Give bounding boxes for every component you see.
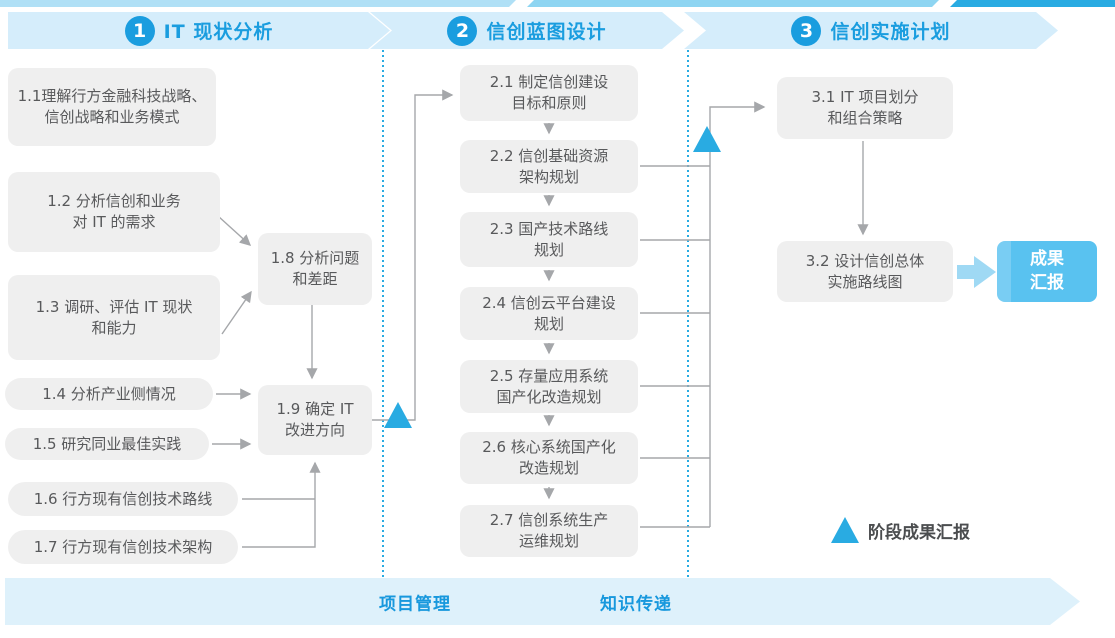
phase-1-number-badge: 1 bbox=[125, 16, 155, 46]
step-1-4: 1.4 分析产业侧情况 bbox=[5, 378, 213, 410]
step-1-1: 1.1理解行方金融科技战略、 信创战略和业务模式 bbox=[8, 68, 216, 146]
phase-2-title: 信创蓝图设计 bbox=[486, 21, 607, 43]
step-1-8: 1.8 分析问题 和差距 bbox=[258, 233, 372, 305]
phase-3-number-badge: 3 bbox=[791, 16, 821, 46]
step-2-3: 2.3 国产技术路线 规划 bbox=[460, 212, 638, 267]
phase-1-banner: 1 IT 现状分析 bbox=[8, 12, 390, 49]
phase-separator-1 bbox=[382, 50, 384, 578]
step-1-9: 1.9 确定 IT 改进方向 bbox=[258, 385, 372, 455]
legend-triangle-icon bbox=[831, 517, 859, 543]
step-1-3: 1.3 调研、评估 IT 现状 和能力 bbox=[8, 275, 220, 360]
step-2-7: 2.7 信创系统生产 运维规划 bbox=[460, 505, 638, 557]
step-2-2: 2.2 信创基础资源 架构规划 bbox=[460, 140, 638, 193]
phase-separator-2 bbox=[687, 50, 689, 578]
phase-1-title: IT 现状分析 bbox=[163, 21, 274, 43]
result-report-box: 成果 汇报 bbox=[997, 241, 1097, 302]
step-2-1: 2.1 制定信创建设 目标和原则 bbox=[460, 65, 638, 121]
result-fat-arrow bbox=[957, 256, 996, 288]
bottom-lane-bar: 项目管理 知识传递 bbox=[5, 578, 1080, 625]
legend-label: 阶段成果汇报 bbox=[868, 523, 970, 543]
step-3-1: 3.1 IT 项目划分 和组合策略 bbox=[777, 77, 953, 139]
phase-2-number-badge: 2 bbox=[447, 16, 477, 46]
lane-knowledge-transfer: 知识传递 bbox=[600, 594, 672, 614]
phase-3-banner: 3 信创实施计划 bbox=[684, 12, 1058, 49]
top-strip-segment-2 bbox=[527, 0, 939, 7]
step-2-4: 2.4 信创云平台建设 规划 bbox=[460, 287, 638, 340]
step-1-5: 1.5 研究同业最佳实践 bbox=[5, 428, 209, 460]
step-2-6: 2.6 核心系统国产化 改造规划 bbox=[460, 432, 638, 484]
phase-2-banner: 2 信创蓝图设计 bbox=[370, 12, 684, 49]
step-1-2: 1.2 分析信创和业务 对 IT 的需求 bbox=[8, 172, 220, 252]
step-2-5: 2.5 存量应用系统 国产化改造规划 bbox=[460, 360, 638, 413]
step-1-6: 1.6 行方现有信创技术路线 bbox=[8, 482, 238, 516]
milestone-triangle-phase1-icon bbox=[384, 402, 412, 428]
step-3-2: 3.2 设计信创总体 实施路线图 bbox=[777, 241, 953, 302]
phase-3-title: 信创实施计划 bbox=[830, 21, 951, 43]
milestone-triangle-phase2-icon bbox=[693, 126, 721, 152]
top-strip-segment-3 bbox=[950, 0, 1115, 7]
top-strip-segment-1 bbox=[0, 0, 516, 7]
lane-project-management: 项目管理 bbox=[379, 594, 451, 614]
step-1-7: 1.7 行方现有信创技术架构 bbox=[8, 530, 238, 564]
